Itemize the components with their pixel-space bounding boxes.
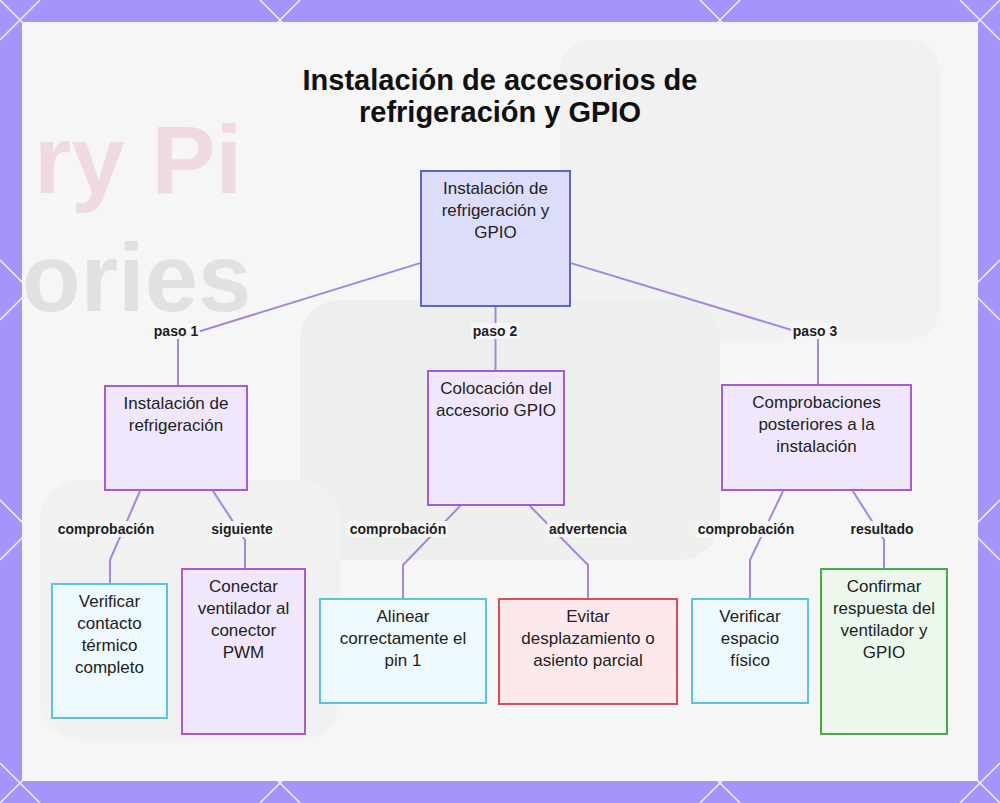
check-box: Verificar contacto térmico completo [51,583,168,719]
edge-label: advertencia [547,521,629,537]
step-box: Colocación del accesorio GPIO [427,370,565,506]
connector-line [750,491,783,598]
node-text: Alinear correctamente el pin 1 [327,606,479,672]
node-text: Verificar contacto térmico completo [59,591,160,679]
step-box: Comprobaciones posteriores a la instalac… [721,384,912,491]
edge-label: comprobación [56,521,156,537]
diagram-title: Instalación de accesorios de refrigeraci… [250,64,750,128]
connector-line [178,263,420,385]
node-text: Confirmar respuesta del ventilador y GPI… [828,576,940,664]
blur-shape [40,480,340,740]
edge-label: resultado [848,521,915,537]
node-text: Comprobaciones posteriores a la instalac… [729,392,904,458]
connector-line [530,506,588,598]
node-text: Instalación de refrigeración y GPIO [428,178,563,244]
result-box: Confirmar respuesta del ventilador y GPI… [820,568,948,735]
check-box: Verificar espacio físico [691,598,809,704]
edge-label: comprobación [696,521,796,537]
connector-line [571,263,818,384]
node-text: Conectar ventilador al conector PWM [189,576,298,664]
inner-panel [22,22,978,781]
root-box: Instalación de refrigeración y GPIO [420,170,571,307]
edge-label: comprobación [348,521,448,537]
node-text: Instalación de refrigeración [112,393,240,437]
node-text: Colocación del accesorio GPIO [435,378,557,422]
warning-box: Evitar desplazamiento o asiento parcial [498,598,678,705]
next-box: Conectar ventilador al conector PWM [181,568,306,735]
edge-label: paso 3 [791,323,839,339]
edge-label: siguiente [209,521,274,537]
check-box: Alinear correctamente el pin 1 [319,598,487,704]
step-box: Instalación de refrigeración [104,385,248,491]
node-text: Verificar espacio físico [699,606,801,672]
blur-shape [300,300,720,560]
connector-line [110,491,140,583]
edge-label: paso 2 [471,323,519,339]
edge-label: paso 1 [152,323,200,339]
watermark-text: ry Pi [34,110,242,210]
node-text: Evitar desplazamiento o asiento parcial [506,606,670,672]
connector-line [403,506,460,598]
watermark-text: ories [22,228,251,328]
